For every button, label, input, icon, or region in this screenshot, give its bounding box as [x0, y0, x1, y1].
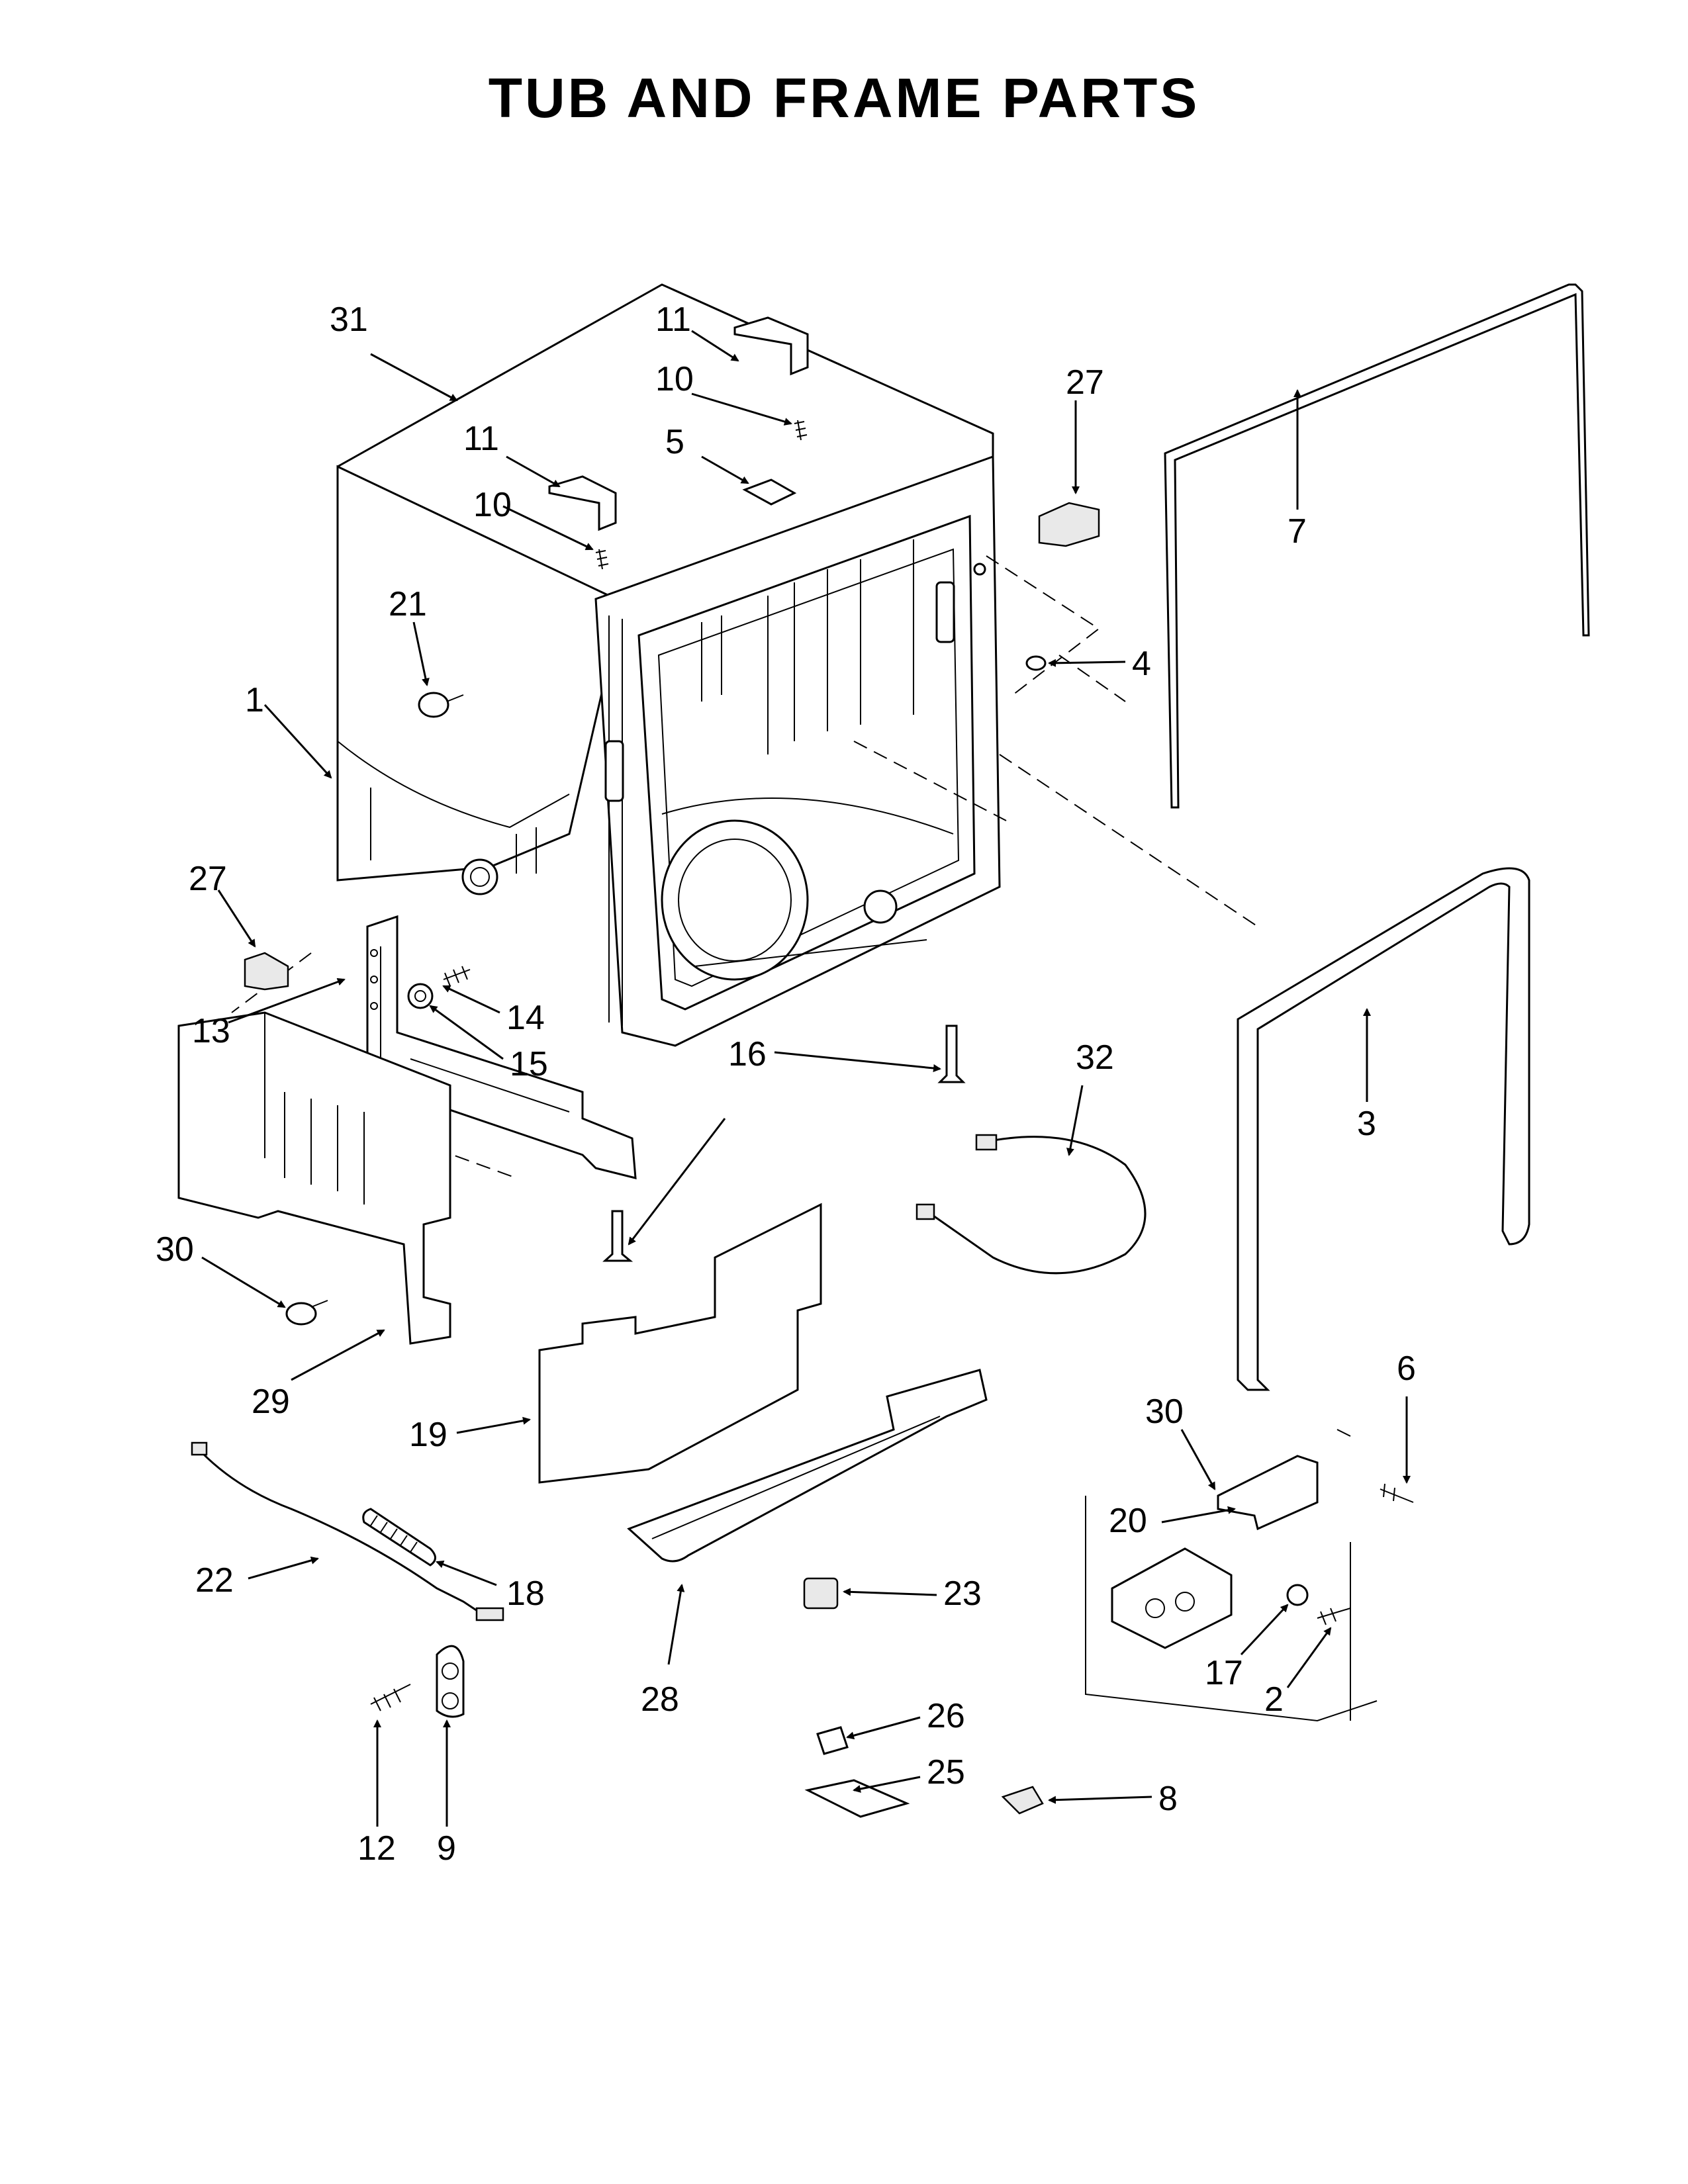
callout-12: 12: [357, 1829, 396, 1868]
callout-21: 22: [195, 1561, 234, 1600]
sensor-26: [816, 1726, 849, 1755]
callout-31: 30: [1145, 1392, 1184, 1431]
hose-32: [926, 1136, 1147, 1275]
bumper-left: [244, 952, 289, 991]
callout-11-mid: 11: [463, 420, 499, 458]
screw-14: [443, 966, 471, 987]
callout-29: 29: [252, 1383, 290, 1421]
tub-assembly: [336, 283, 1001, 1047]
callout-3: 3: [1357, 1105, 1376, 1143]
washer-15: [407, 983, 434, 1009]
bracket-11b: [733, 316, 809, 376]
corner-lines: [1085, 1429, 1378, 1722]
callout-6: 6: [1397, 1349, 1416, 1388]
screw-6: [1380, 1483, 1414, 1503]
top-gasket: [1164, 283, 1590, 809]
bottom-gasket: [1237, 867, 1530, 1391]
callout-30: 30: [156, 1230, 194, 1269]
callout-27-left: 27: [189, 860, 227, 898]
insulation-block: [177, 1011, 451, 1345]
callout-8: 8: [1158, 1780, 1178, 1818]
clip-22: [803, 1577, 839, 1610]
callout-14: 14: [506, 999, 545, 1037]
screw-2: [1317, 1608, 1351, 1625]
callout-10-mid: 10: [473, 486, 512, 524]
callout-24: 31: [330, 300, 368, 339]
callout-22: 23: [943, 1574, 982, 1613]
callout-11-top: 11: [655, 300, 691, 339]
callout-labels: 31 11 10 27 7 11 5 10 21 4 1 27 13 14 15…: [156, 300, 1416, 1868]
callout-4: 4: [1132, 645, 1151, 683]
page-title: TUB AND FRAME PARTS: [488, 67, 1200, 129]
callout-16: 16: [728, 1035, 767, 1073]
callout-20: 20: [1109, 1502, 1147, 1540]
screw-10b: [794, 420, 808, 441]
callout-23: 21: [389, 585, 427, 623]
grommet-9: [436, 1645, 465, 1718]
cable-21: [201, 1451, 484, 1616]
bumper-right: [1038, 502, 1100, 547]
panel-19: [538, 1203, 822, 1484]
callout-13: 13: [192, 1012, 230, 1050]
callout-5: 5: [665, 423, 684, 461]
callout-9: 9: [437, 1829, 456, 1868]
callout-1: 1: [245, 681, 264, 719]
bracket-assy-17: [1111, 1547, 1233, 1649]
leg-16b: [602, 1210, 633, 1262]
callout-28: 28: [641, 1680, 679, 1719]
bracket-20: [1217, 1455, 1319, 1531]
plug-30: [285, 1302, 317, 1326]
callout-27-top: 27: [1066, 363, 1104, 402]
callout-15: 15: [510, 1045, 548, 1083]
clip-8: [1001, 1786, 1044, 1815]
callout-18: 18: [506, 1574, 545, 1613]
screw-12: [370, 1684, 411, 1711]
leg-16a: [937, 1024, 966, 1083]
callout-26: 26: [927, 1697, 965, 1735]
callout-19: 19: [409, 1416, 447, 1454]
callout-32: 32: [1076, 1038, 1114, 1077]
tub-sump: [661, 819, 809, 981]
callout-10-top: 10: [655, 360, 694, 398]
plug-23: [418, 692, 449, 718]
screw-10a: [595, 549, 609, 570]
callout-2: 2: [1264, 1680, 1284, 1719]
callout-25: 25: [927, 1753, 965, 1792]
callout-17: 17: [1205, 1654, 1243, 1692]
spring-18: [362, 1508, 436, 1567]
leader-arrows: [201, 330, 1411, 1827]
bracket-11a: [548, 475, 617, 531]
callout-7: 7: [1288, 512, 1307, 551]
plug: [1025, 655, 1047, 671]
clip-5: [742, 478, 797, 506]
bracket-25: [804, 1779, 910, 1818]
tray-28: [627, 1369, 988, 1563]
washer-17: [1286, 1584, 1309, 1606]
